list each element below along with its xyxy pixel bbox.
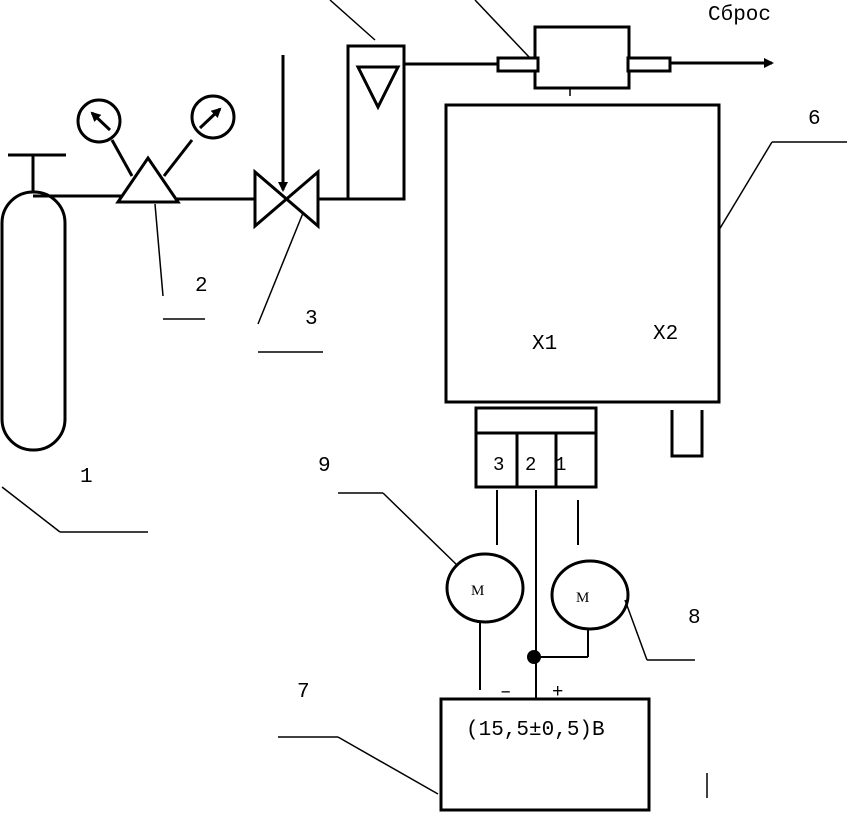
callout-8: 8	[688, 607, 701, 630]
pressure-gauge-left	[76, 98, 122, 144]
gas-analyzer-box	[444, 103, 721, 489]
terminal-x1-label: X1	[532, 333, 557, 356]
gas-cylinder	[0, 153, 67, 452]
connector-pin-1-label: 1	[555, 454, 566, 476]
supply-voltage-label: (15,5±0,5)В	[466, 719, 605, 742]
shutoff-valve	[253, 55, 320, 230]
meter-9	[445, 552, 525, 624]
callout-6: 6	[808, 108, 821, 131]
power-supply	[439, 697, 651, 812]
callout-3: 3	[305, 308, 318, 331]
callout-9: 9	[318, 455, 331, 478]
vent-label: Сброс	[708, 4, 771, 27]
electrical-wiring	[479, 490, 589, 700]
terminal-x2-label: X2	[653, 323, 678, 346]
negative-terminal-label: –	[500, 681, 511, 703]
callout-7: 7	[297, 681, 310, 704]
vent-absorber	[496, 25, 774, 96]
meter-8-symbol: M	[576, 590, 589, 606]
connector-pin-3-label: 3	[493, 454, 504, 476]
callout-leaders	[1, 0, 847, 795]
gas-pipeline	[33, 194, 348, 201]
positive-terminal-label: +	[552, 681, 563, 703]
pressure-gauge-right	[190, 94, 236, 140]
connector-pin-2-label: 2	[525, 454, 536, 476]
flowmeter	[346, 44, 498, 201]
pressure-regulator	[76, 94, 236, 204]
callout-2: 2	[195, 275, 208, 298]
meter-9-symbol: M	[471, 583, 484, 599]
wire-junction-dot	[527, 650, 541, 664]
meter-8	[550, 559, 630, 631]
callout-1: 1	[80, 466, 93, 489]
